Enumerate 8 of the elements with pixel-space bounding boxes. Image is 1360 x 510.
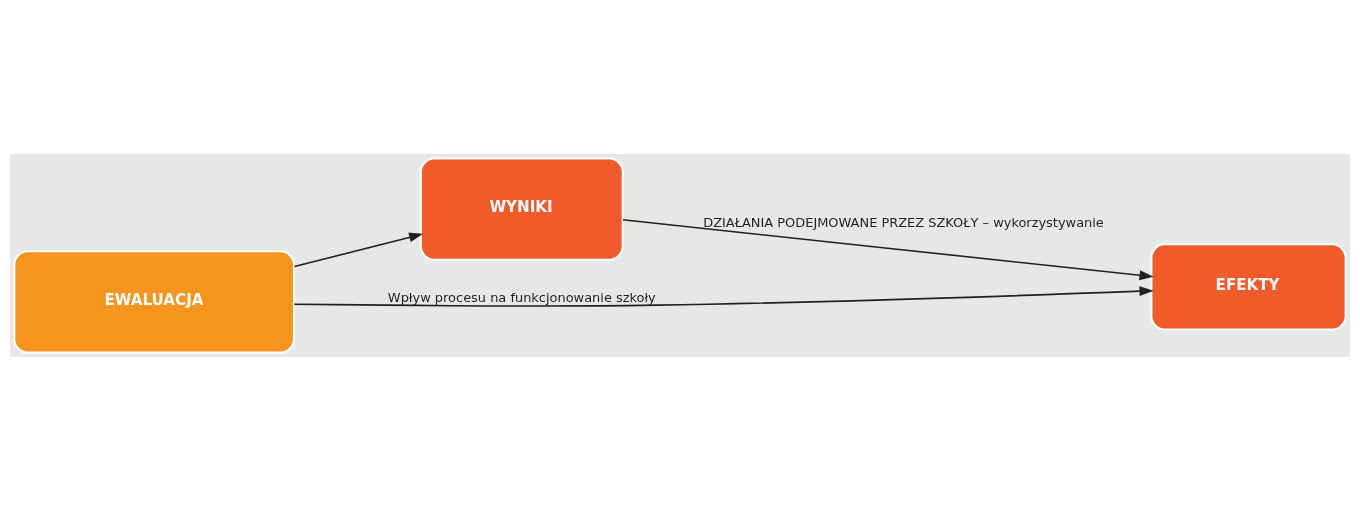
node-box: EWALUACJA — [13, 249, 296, 354]
arrow — [622, 218, 1154, 280]
arrow — [293, 285, 1154, 307]
node-box: EFEKTY — [1150, 242, 1347, 331]
arrow — [293, 232, 424, 267]
edge-label: Wpływ procesu na funkcjonowanie szkoły — [387, 289, 656, 304]
node-box: WYNIKI — [419, 156, 624, 261]
edge-label: DZIAŁANIA PODEJMOWANE PRZEZ SZKOŁY – wykorzystywanie — [703, 214, 1104, 230]
